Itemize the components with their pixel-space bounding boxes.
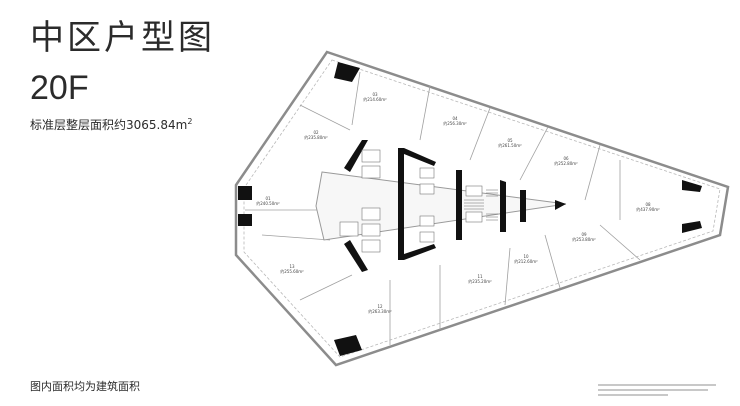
- unit-label: 04: [452, 116, 458, 121]
- unit-label: 05: [507, 138, 513, 143]
- floor-area-text: 标准层整层面积约3065.84m: [30, 118, 188, 132]
- core-walls: [344, 140, 566, 272]
- unit-label: 01: [265, 196, 271, 201]
- corner-column-left-bottom: [238, 214, 252, 226]
- unit-area: 约263.30m²: [368, 308, 392, 314]
- unit-area: 约240.50m²: [256, 200, 280, 206]
- unit-area: 约261.50m²: [498, 142, 522, 148]
- unit-area: 约255.60m²: [280, 268, 304, 274]
- unit-area: 约235.20m²: [468, 278, 492, 284]
- unit-area: 约235.80m²: [304, 134, 328, 140]
- central-core-outline: [315, 171, 567, 241]
- corner-column-left-top: [238, 186, 252, 200]
- floor-area-unit: 2: [187, 117, 193, 126]
- floor-label: 20F: [30, 69, 89, 107]
- unit-area: 约437.90m²: [636, 206, 660, 212]
- corner-column-top: [334, 62, 360, 82]
- unit-label: 13: [289, 264, 295, 269]
- unit-area: 约253.80m²: [572, 236, 596, 242]
- unit-label: 06: [563, 156, 569, 161]
- unit-label: 03: [372, 92, 378, 97]
- unit-label: 12: [377, 304, 383, 309]
- unit-labels: 01 约240.50m² 02 约235.80m² 03 约214.60m² 0…: [256, 92, 660, 314]
- unit-area: 约252.80m²: [554, 160, 578, 166]
- footer-note: 图内面积均为建筑面积: [30, 380, 140, 393]
- corner-column-right-top: [682, 180, 702, 192]
- unit-label: 09: [581, 232, 587, 237]
- corner-column-bottom: [334, 335, 362, 356]
- core-rooms: [339, 149, 483, 253]
- fine-print-line: [598, 384, 716, 386]
- unit-label: 02: [313, 130, 319, 135]
- fine-print-line: [598, 389, 708, 391]
- floor-area: 标准层整层面积约3065.84m2: [30, 114, 192, 133]
- unit-label: 10: [523, 254, 529, 259]
- unit-label: 08: [645, 202, 651, 207]
- fine-print: [598, 384, 718, 399]
- page-title: 中区户型图: [30, 18, 215, 58]
- unit-label: 11: [477, 274, 483, 279]
- unit-partitions: [245, 71, 641, 345]
- unit-area: 约212.60m²: [514, 258, 538, 264]
- fine-print-line: [598, 394, 668, 396]
- unit-area: 约256.30m²: [443, 120, 467, 126]
- unit-area: 约214.60m²: [363, 96, 387, 102]
- corner-column-right-bottom: [682, 221, 702, 233]
- stair-hatch: [464, 189, 498, 221]
